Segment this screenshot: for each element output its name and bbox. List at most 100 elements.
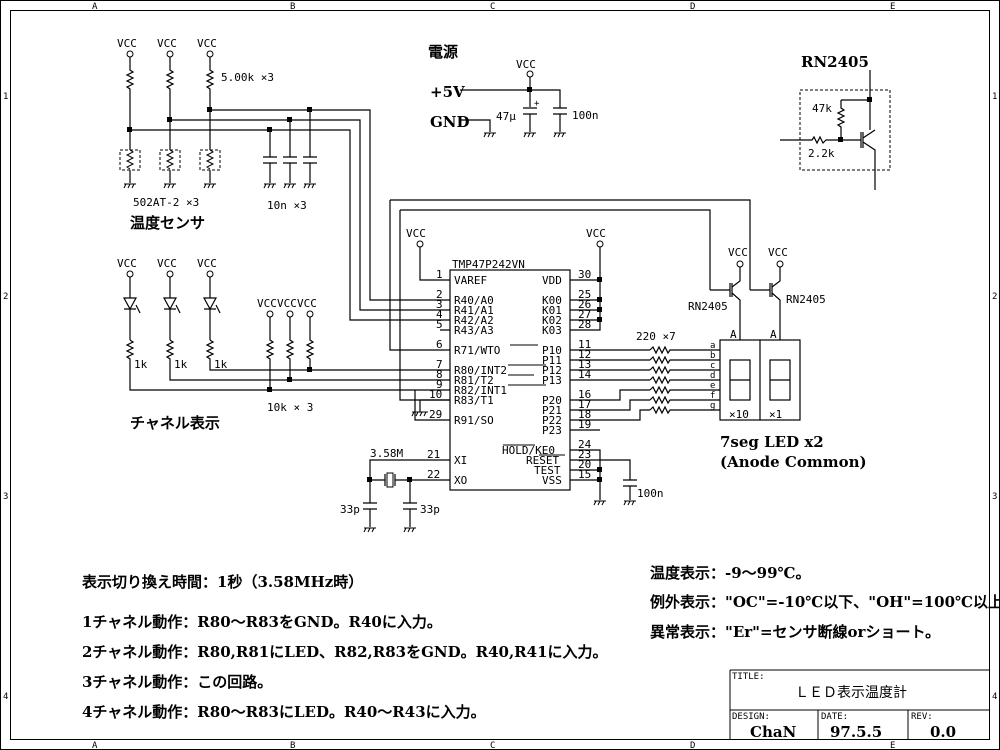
- title-label: TITLE:: [732, 672, 765, 682]
- column-label-d-bottom: D: [690, 741, 695, 750]
- vcc-label: VCC: [406, 227, 426, 240]
- vcc-label: VCC: [197, 257, 217, 270]
- column-label-d: D: [690, 2, 695, 12]
- pin-name: XO: [454, 474, 467, 487]
- pin-name: R41/A1: [454, 304, 494, 317]
- vcc-label: VCC: [157, 257, 177, 270]
- note-line: 温度表示：-9〜99℃。: [650, 564, 811, 582]
- row-label-3-right: 3: [992, 492, 997, 502]
- junction-dot: [287, 117, 292, 122]
- pin-number: 30: [578, 268, 591, 281]
- pin-name: P12: [542, 364, 562, 377]
- power-section: 電源 +5V GND VCC + 47μ 100n: [428, 43, 599, 138]
- junction-dot: [287, 377, 292, 382]
- column-label-c: C: [490, 2, 495, 12]
- pin-number: 8: [436, 368, 443, 381]
- pin-number: 9: [436, 378, 443, 391]
- revision: 0.0: [930, 723, 956, 741]
- pin-number: 11: [578, 338, 591, 351]
- pin-name: K00: [542, 294, 562, 307]
- pin-number: 1: [436, 268, 443, 281]
- junction-dot: [307, 367, 312, 372]
- pin-name: K01: [542, 304, 562, 317]
- led-resistor-label: 1k: [214, 358, 228, 371]
- vcc-terminal-icon: [736, 260, 744, 268]
- junction-dot: [267, 387, 272, 392]
- r1-label: 47k: [812, 102, 832, 115]
- date: 97.5.5: [830, 723, 882, 741]
- pin-name: R80/INT2: [454, 364, 507, 377]
- pin-name: P11: [542, 354, 562, 367]
- pin-number: 13: [578, 358, 591, 371]
- column-label-b-bottom: B: [290, 741, 295, 750]
- vcc-label: VCC: [117, 37, 137, 50]
- vcc-label: VCC: [768, 246, 788, 259]
- vcc-terminal-icon: [266, 310, 274, 318]
- segment-resistor-icon: [649, 355, 720, 365]
- designer: ChaN: [750, 723, 797, 741]
- segment-resistor-icon: [649, 405, 720, 415]
- date-label: DATE:: [821, 712, 848, 722]
- title-block: TITLE: ＬＥＤ表示温度計 DESIGN: ChaN DATE: 97.5.…: [729, 669, 990, 741]
- pin-number: 12: [578, 348, 591, 361]
- led-resistor-label: 1k: [134, 358, 148, 371]
- segment-resistor-icon: [649, 385, 720, 395]
- led-resistor-label: 1k: [174, 358, 188, 371]
- note-line: 表示切り換え時間：1秒（3.58MHz時）: [82, 573, 363, 591]
- column-label-e: E: [890, 2, 895, 12]
- junction-dot: [838, 137, 843, 142]
- pin-number: 23: [578, 448, 591, 461]
- rev-label: REV:: [911, 712, 933, 722]
- vcc-terminal-icon: [416, 240, 424, 248]
- row-label-4-right: 4: [992, 692, 997, 702]
- vcc-label: VCC: [257, 297, 277, 310]
- segment-label: g: [710, 401, 715, 411]
- pin-name: P21: [542, 404, 562, 417]
- ground-icon: [411, 411, 428, 417]
- rn2405-detail: RN2405 47k 2.2k: [780, 53, 891, 190]
- vcc-label: VCC: [197, 37, 217, 50]
- pin-number: 18: [578, 408, 591, 421]
- pin-name: P23: [542, 424, 562, 437]
- column-label-a: A: [92, 2, 98, 12]
- vcc-terminal-icon: [776, 260, 784, 268]
- led-icon: [122, 277, 221, 340]
- segment-label: a: [710, 341, 715, 351]
- pin-name: P22: [542, 414, 562, 427]
- pin-number: 27: [578, 308, 591, 321]
- row-label-2-right: 2: [992, 292, 997, 302]
- transistor-icon: [710, 267, 781, 340]
- mcu-part-number: TMP47P242VN: [452, 258, 525, 271]
- pin-name: TEST: [534, 464, 561, 477]
- note-line: 4チャネル動作：R80〜R83にLED。R40〜R43に入力。: [82, 703, 486, 721]
- pin-number: 5: [436, 318, 443, 331]
- junction-dot: [367, 477, 372, 482]
- segment-resistor-icon: [649, 375, 720, 385]
- plus5v-label: +5V: [430, 83, 465, 101]
- segment-resistor-icon: [649, 345, 720, 355]
- column-label-b: B: [290, 2, 295, 12]
- pin-number: 16: [578, 388, 591, 401]
- digit-label: ×10: [729, 408, 749, 421]
- anode-label: A: [770, 328, 777, 341]
- note-line: 3チャネル動作：この回路。: [82, 673, 272, 691]
- pin-number: 14: [578, 368, 592, 381]
- pin-number: 26: [578, 298, 591, 311]
- pin-name: R81/T2: [454, 374, 494, 387]
- note-line: 2チャネル動作：R80,R81にLED、R82,R83をGND。R40,R41に…: [82, 643, 608, 661]
- sensor-section: VCC VCC VCC 5.00k ×3: [117, 37, 440, 321]
- pin-name: K03: [542, 324, 562, 337]
- pin-name: R42/A2: [454, 314, 494, 327]
- seg-resistor-label: 220 ×7: [636, 330, 676, 343]
- vcc-terminal-icon: [306, 310, 314, 318]
- pin-name: R43/A3: [454, 324, 494, 337]
- segment-label: f: [710, 391, 715, 401]
- resistor-label: 5.00k ×3: [221, 71, 274, 84]
- vcc-label: VCC: [586, 227, 606, 240]
- transistor-label: RN2405: [786, 293, 826, 306]
- cap-ceramic-label: 100n: [572, 109, 599, 122]
- vcc-terminal-icon: [596, 240, 604, 248]
- pin-number: 19: [578, 418, 591, 431]
- segment-label: d: [710, 371, 715, 381]
- vcc-label: VCC: [277, 297, 297, 310]
